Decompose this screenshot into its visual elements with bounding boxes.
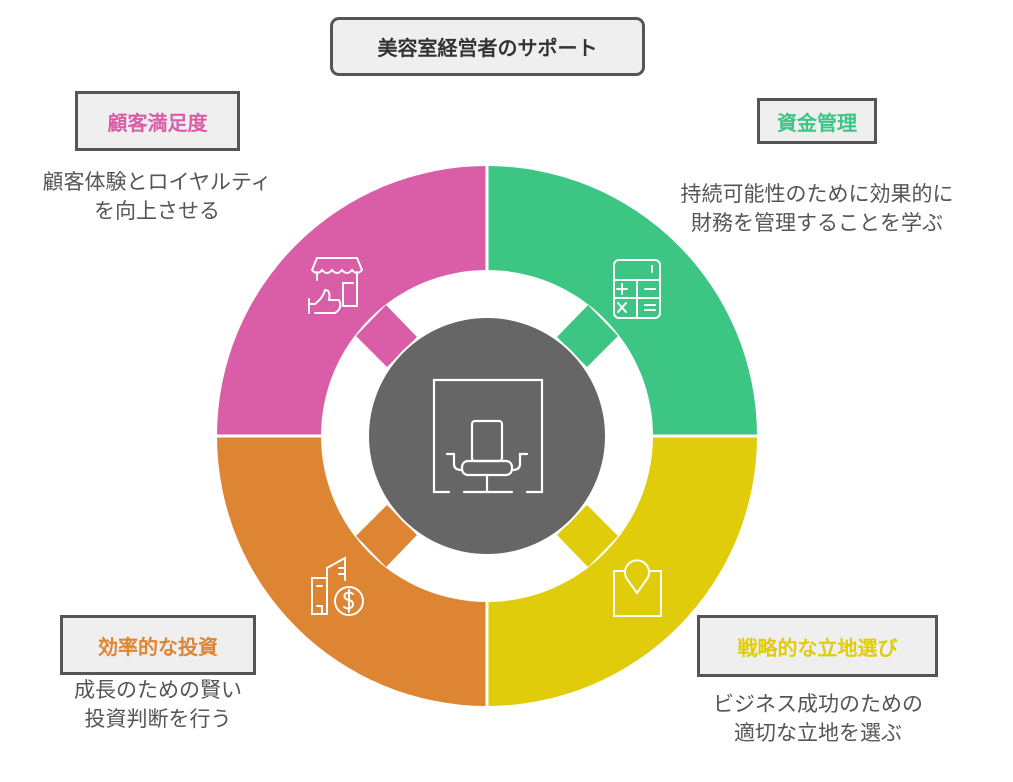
desc-efficient-investment: 成長のための賢い 投資判断を行う bbox=[74, 676, 242, 734]
arrow-orange bbox=[356, 505, 417, 567]
desc-line: を向上させる bbox=[93, 199, 220, 223]
desc-line: 財務を管理することを学ぶ bbox=[691, 211, 943, 235]
store-thumbs-up-icon bbox=[308, 257, 364, 314]
desc-line: ビジネス成功のための bbox=[713, 692, 923, 716]
label-strategic-location: 戦略的な立地選び bbox=[697, 615, 938, 677]
desc-customer-satisfaction: 顧客体験とロイヤルティ を向上させる bbox=[42, 168, 271, 226]
desc-financial-management: 持続可能性のために効果的に 財務を管理することを学ぶ bbox=[681, 180, 954, 238]
center-circle bbox=[367, 316, 607, 556]
label-customer-satisfaction: 顧客満足度 bbox=[75, 91, 240, 151]
arrow-yellow bbox=[557, 505, 618, 567]
desc-line: 持続可能性のために効果的に bbox=[680, 182, 954, 206]
location-pin-icon bbox=[613, 559, 662, 617]
desc-line: 投資判断を行う bbox=[84, 707, 232, 731]
desc-line: 適切な立地を選ぶ bbox=[734, 721, 902, 745]
office-chair-icon bbox=[432, 378, 544, 494]
label-efficient-investment: 効率的な投資 bbox=[60, 615, 256, 675]
desc-strategic-location: ビジネス成功のための 適切な立地を選ぶ bbox=[713, 690, 923, 748]
arrow-green bbox=[557, 305, 618, 367]
label-financial-management: 資金管理 bbox=[757, 98, 877, 144]
desc-line: 成長のための賢い bbox=[74, 678, 242, 702]
arrow-pink bbox=[356, 305, 417, 367]
building-dollar-icon bbox=[311, 556, 364, 616]
calculator-icon bbox=[613, 259, 661, 319]
diagram-title: 美容室経営者のサポート bbox=[330, 17, 645, 76]
desc-line: 顧客体験とロイヤルティ bbox=[42, 170, 272, 194]
